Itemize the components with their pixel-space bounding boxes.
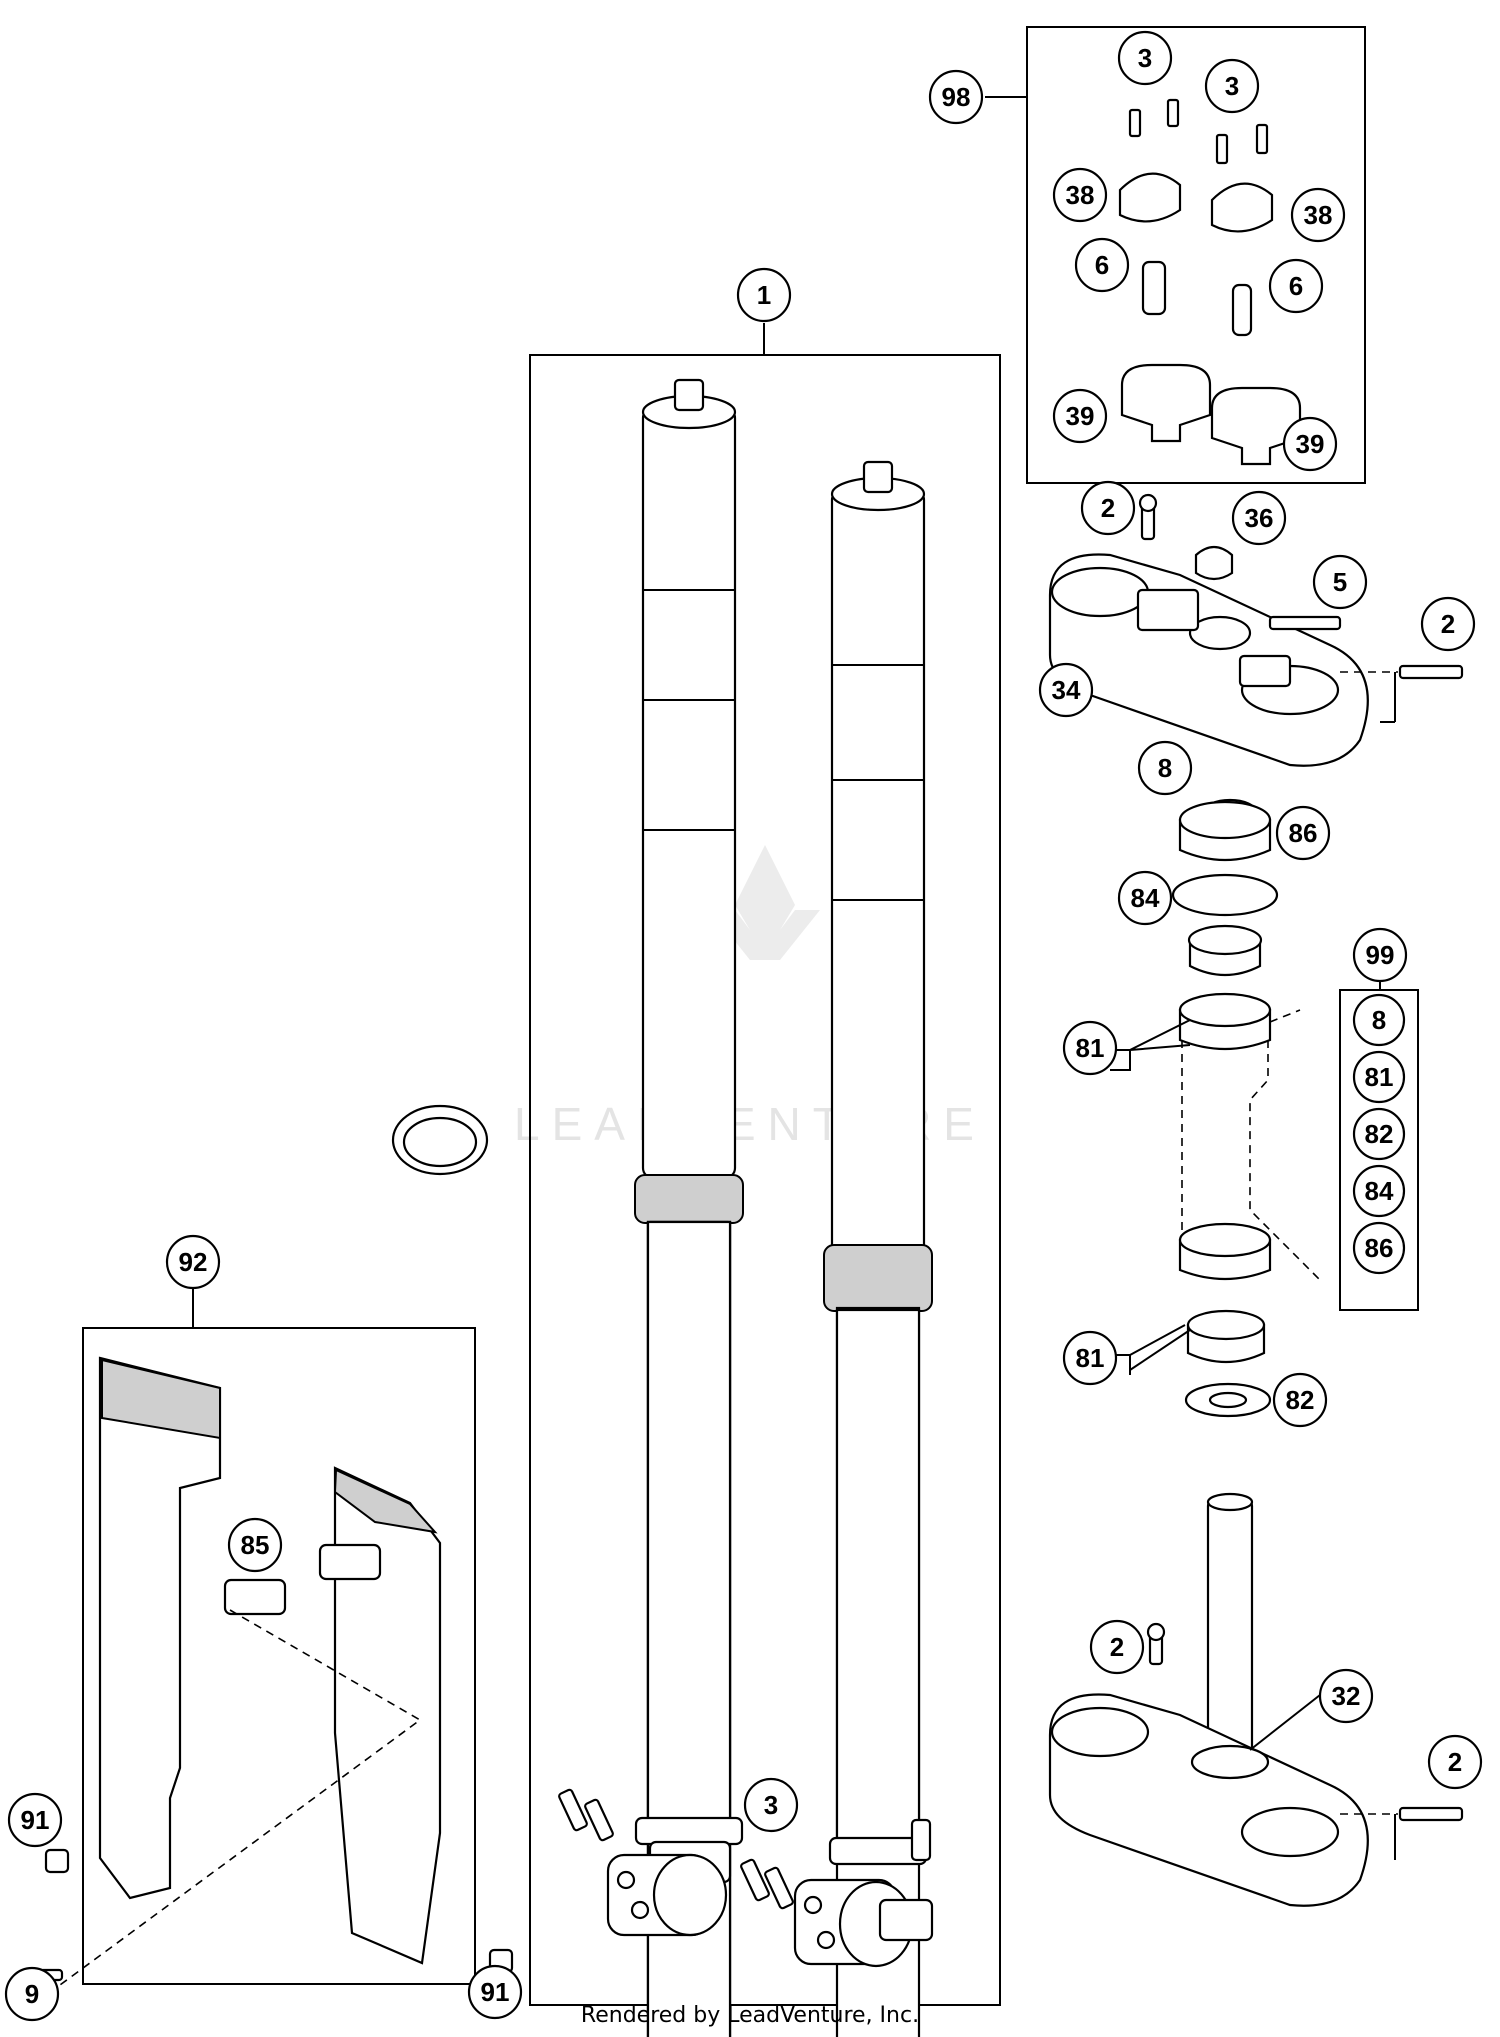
svg-text:86: 86 (1289, 818, 1318, 848)
callout-3a[interactable]: 3 (1117, 30, 1173, 86)
callout-81b[interactable]: 81 (1062, 1330, 1118, 1386)
svg-text:36: 36 (1245, 503, 1274, 533)
svg-text:91: 91 (21, 1805, 50, 1835)
kit-99-item-84[interactable]: 84 (1352, 1164, 1406, 1218)
callout-91a[interactable]: 91 (7, 1792, 63, 1848)
mount-dash (59, 1609, 422, 1986)
svg-text:1: 1 (757, 280, 771, 310)
svg-text:91: 91 (481, 1977, 510, 2007)
callout-32[interactable]: 32 (1318, 1668, 1374, 1724)
kit-99-item-82[interactable]: 82 (1352, 1107, 1406, 1161)
callout-92[interactable]: 92 (165, 1234, 221, 1290)
svg-text:6: 6 (1095, 250, 1109, 280)
callout-2c[interactable]: 2 (1089, 1619, 1145, 1675)
svg-text:81: 81 (1076, 1343, 1105, 1373)
svg-text:9: 9 (25, 1979, 39, 2009)
bolt-pair-right (740, 1858, 794, 1910)
callout-36[interactable]: 36 (1231, 490, 1287, 546)
callout-38b[interactable]: 38 (1290, 187, 1346, 243)
svg-text:2: 2 (1101, 493, 1115, 523)
svg-text:34: 34 (1052, 675, 1081, 705)
callout-9[interactable]: 9 (4, 1966, 60, 2022)
svg-text:99: 99 (1366, 940, 1395, 970)
steering-bearing-parts (1171, 798, 1321, 1418)
callout-6b[interactable]: 6 (1268, 258, 1324, 314)
callout-39b[interactable]: 39 (1282, 416, 1338, 472)
callout-81a[interactable]: 81 (1062, 1020, 1118, 1076)
svg-text:39: 39 (1066, 401, 1095, 431)
kit-98-parts (1118, 98, 1302, 466)
callout-3b[interactable]: 3 (1204, 58, 1260, 114)
callout-34[interactable]: 34 (1038, 662, 1094, 718)
svg-text:82: 82 (1365, 1119, 1394, 1149)
svg-text:32: 32 (1332, 1681, 1361, 1711)
callout-91b[interactable]: 91 (467, 1964, 523, 2020)
svg-text:38: 38 (1304, 200, 1333, 230)
left-axle-clamp (606, 1816, 744, 1937)
fork-assembly-frame (529, 354, 1001, 2006)
svg-text:84: 84 (1131, 883, 1160, 913)
svg-text:2: 2 (1448, 1747, 1462, 1777)
svg-text:39: 39 (1296, 429, 1325, 459)
svg-text:82: 82 (1286, 1385, 1315, 1415)
kit-98-frame (1026, 26, 1366, 484)
callout-1[interactable]: 1 (736, 267, 792, 323)
kit-99-item-81[interactable]: 81 (1352, 1050, 1406, 1104)
svg-text:8: 8 (1158, 753, 1172, 783)
footer-credit: Rendered by LeadVenture, Inc. (581, 2003, 919, 2028)
svg-text:85: 85 (241, 1530, 270, 1560)
kit-99-item-8[interactable]: 8 (1352, 993, 1406, 1047)
callout-5[interactable]: 5 (1312, 554, 1368, 610)
callout-8[interactable]: 8 (1137, 740, 1193, 796)
svg-text:98: 98 (942, 82, 971, 112)
svg-text:38: 38 (1066, 180, 1095, 210)
fork-protector-frame (82, 1327, 476, 1985)
svg-text:3: 3 (764, 1790, 778, 1820)
svg-text:3: 3 (1138, 43, 1152, 73)
lower-tubes (646, 1220, 921, 1842)
callout-85[interactable]: 85 (227, 1517, 283, 1573)
callout-2a[interactable]: 2 (1080, 480, 1136, 536)
leader-32 (1249, 1694, 1321, 1751)
callout-2b[interactable]: 2 (1420, 596, 1476, 652)
top-triple-clamp (1048, 493, 1464, 767)
svg-text:2: 2 (1110, 1632, 1124, 1662)
right-axle-clamp (793, 1818, 934, 1968)
svg-text:8: 8 (1372, 1005, 1386, 1035)
kit-99-item-86[interactable]: 86 (1352, 1221, 1406, 1275)
svg-text:3: 3 (1225, 71, 1239, 101)
callout-98[interactable]: 98 (928, 69, 984, 125)
loose-ring (391, 1104, 489, 1176)
svg-text:5: 5 (1333, 567, 1347, 597)
callout-39a[interactable]: 39 (1052, 388, 1108, 444)
svg-text:84: 84 (1365, 1176, 1394, 1206)
bolt-pair-left (558, 1788, 614, 1842)
callout-6a[interactable]: 6 (1074, 237, 1130, 293)
svg-text:2: 2 (1441, 609, 1455, 639)
svg-text:81: 81 (1076, 1033, 1105, 1063)
svg-text:81: 81 (1365, 1062, 1394, 1092)
fork-protectors (98, 1356, 442, 1965)
callout-82[interactable]: 82 (1272, 1372, 1328, 1428)
callout-3c[interactable]: 3 (743, 1777, 799, 1833)
svg-text:86: 86 (1365, 1233, 1394, 1263)
bottom-triple-clamp (1048, 1492, 1464, 1907)
callout-86[interactable]: 86 (1275, 805, 1331, 861)
watermark-logo (710, 845, 820, 960)
kit-99-list: 8 81 82 84 86 (1352, 993, 1406, 1275)
callout-84[interactable]: 84 (1117, 870, 1173, 926)
callouts: 1 98 3 3 38 38 6 6 39 39 2 36 5 2 34 8 8… (4, 30, 1483, 2022)
svg-text:6: 6 (1289, 271, 1303, 301)
callout-2d[interactable]: 2 (1427, 1734, 1483, 1790)
callout-99[interactable]: 99 (1352, 927, 1408, 983)
callout-38a[interactable]: 38 (1052, 167, 1108, 223)
svg-text:92: 92 (179, 1247, 208, 1277)
